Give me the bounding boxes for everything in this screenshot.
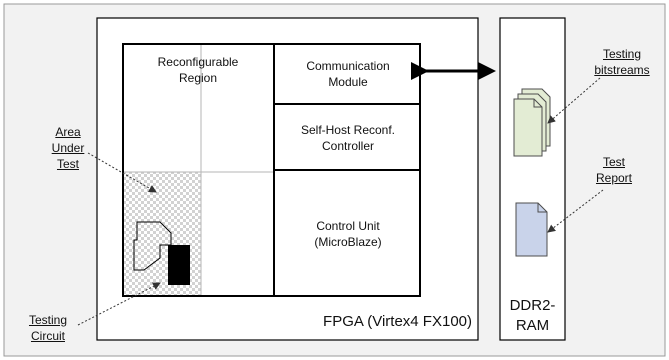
leader-area-under-test [87, 152, 157, 193]
ddr2-line-1: DDR2- [509, 297, 556, 314]
self-host-line-1: Self-Host Reconf. [300, 123, 396, 137]
ddr2-line-2: RAM [515, 317, 550, 334]
leader-test-report [547, 189, 604, 233]
bitstreams-line-1: Testing [602, 47, 642, 61]
communication-line-1: Communication [306, 59, 390, 73]
testing-circuit-block [168, 245, 190, 285]
fpga-label: FPGA (Virtex4 FX100) [323, 313, 472, 330]
testing-circuit-outline [133, 221, 172, 271]
bitstreams-line-2: bitstreams [594, 63, 650, 77]
test-report-annotation: Test Report [586, 154, 642, 186]
area-under-test-annotation: Area Under Test [40, 124, 96, 172]
testing-circuit-annotation: Testing Circuit [20, 312, 76, 344]
self-host-line-2: Controller [321, 139, 375, 153]
test-report-line-1: Test [602, 155, 625, 169]
testing-bitstreams-icon [513, 88, 551, 157]
leader-testing-bitstreams [547, 77, 601, 124]
communication-module-label: Communication Module [278, 58, 418, 90]
communication-line-2: Module [328, 75, 368, 89]
reconfigurable-line-1: Reconfigurable [157, 55, 239, 69]
testing-bitstreams-annotation: Testing bitstreams [586, 46, 658, 78]
ddr2-ram-box [499, 17, 566, 341]
test-report-line-2: Report [595, 171, 633, 185]
control-unit-line-1: Control Unit [316, 219, 380, 233]
reconfigurable-line-2: Region [178, 71, 218, 85]
ddr2-ram-label: DDR2- RAM [500, 296, 565, 336]
testing-circuit-line-2: Circuit [30, 329, 65, 343]
control-unit-line-2: (MicroBlaze) [314, 235, 382, 249]
test-report-icon [515, 202, 548, 257]
leader-testing-circuit [77, 282, 161, 326]
testing-circuit-line-1: Testing [28, 313, 68, 327]
reconfigurable-region-label: Reconfigurable Region [130, 54, 266, 86]
self-host-controller-label: Self-Host Reconf. Controller [278, 122, 418, 154]
area-line-1: Area [55, 125, 81, 139]
area-line-2: Under [51, 141, 85, 155]
control-unit-label: Control Unit (MicroBlaze) [278, 218, 418, 250]
area-line-3: Test [56, 157, 79, 171]
